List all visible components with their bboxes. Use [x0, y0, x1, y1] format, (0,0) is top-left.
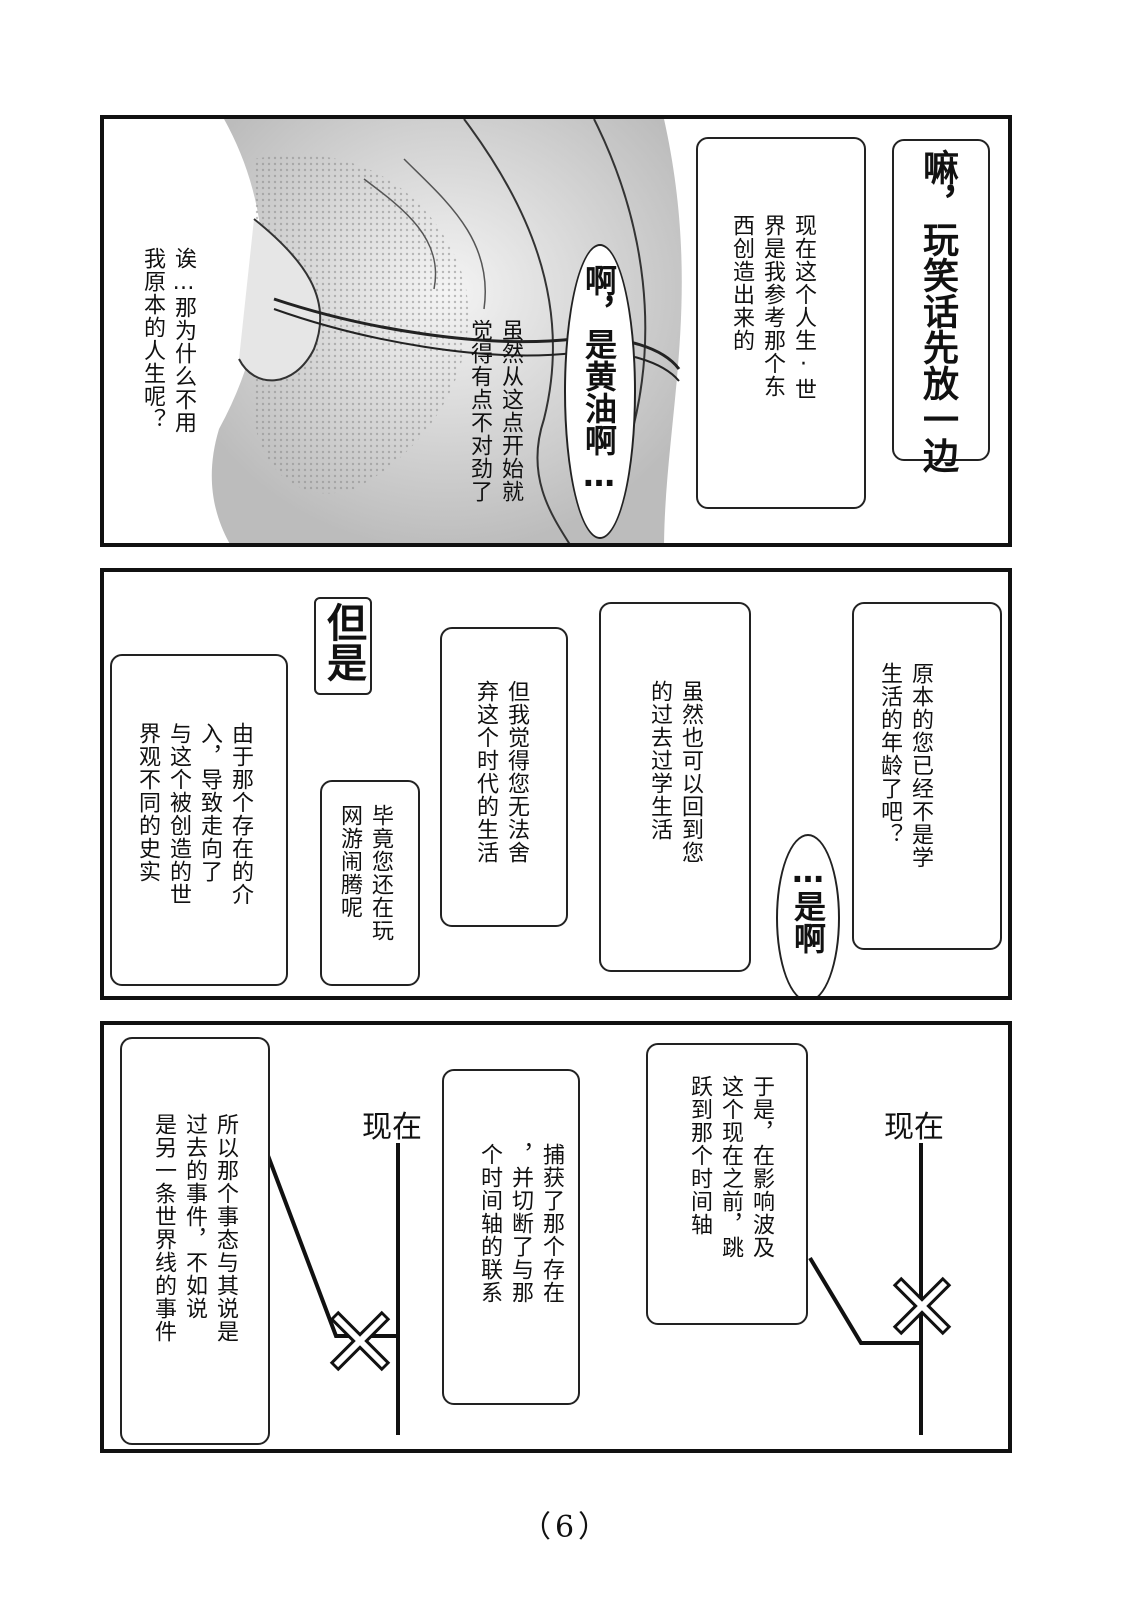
dialogue-text: 虽然从这点开始就 觉得有点不对劲了: [467, 319, 523, 503]
panel-2: 原本的您已经不是学 生活的年龄了吧？ …是啊 虽然也可以回到您 的过去过学生活 …: [100, 568, 1012, 1000]
page-number: （6）: [520, 1510, 613, 1545]
timeline-label-present: 现在: [362, 1110, 422, 1145]
caption-text: 但是: [320, 602, 366, 682]
caption-box: [314, 597, 372, 695]
dialogue-text: 所以那个事态与其说是 过去的事件，不如说 是另一条世界线的事件: [151, 1113, 238, 1343]
speech-bubble: [564, 244, 636, 539]
dialogue-text: 诶…那为什么不用 我原本的人生呢？: [140, 247, 196, 434]
dialogue-text: 虽然也可以回到您 的过去过学生活: [647, 680, 703, 864]
dialogue-text: 但我觉得您无法舍 弃这个时代的生活: [473, 680, 529, 864]
speech-bubble: [646, 1043, 808, 1325]
timeline-label-present: 现在: [884, 1110, 944, 1145]
dialogue-text: …是啊: [789, 852, 827, 954]
speech-bubble: [320, 780, 420, 986]
dialogue-text: 嘛，玩笑话先放一边: [917, 149, 958, 473]
speech-bubble: [852, 602, 1002, 950]
speech-bubble: [120, 1037, 270, 1445]
speech-bubble: [110, 654, 288, 986]
dialogue-text: 捕获了那个存在 ，并切断了与那 个时间轴的联系: [477, 1143, 564, 1304]
dialogue-text: 现在这个人生·世 界是我参考那个东 西创造出来的: [729, 214, 816, 401]
dialogue-text: 原本的您已经不是学 生活的年龄了吧？: [877, 662, 933, 869]
panel-3: 于是，在影响波及 这个现在之前，跳 跃到那个时间轴 现在 捕获了那个存在 ，并切…: [100, 1021, 1012, 1453]
timeline-diagram: [262, 1143, 952, 1435]
panel-1: 嘛，玩笑话先放一边 现在这个人生·世 界是我参考那个东 西创造出来的 啊，是黄油…: [100, 115, 1012, 547]
dialogue-text: 啊，是黄油啊…: [580, 264, 618, 494]
dialogue-text: 毕竟您还在玩 网游闹腾呢: [337, 804, 393, 942]
speech-bubble: [696, 137, 866, 509]
panel-1-artwork: [104, 119, 682, 543]
dialogue-text: 由于那个存在的介 入，导致走向了 与这个被创造的世 界观不同的史实: [135, 722, 253, 906]
speech-bubble: [892, 139, 990, 461]
dialogue-text: 于是，在影响波及 这个现在之前，跳 跃到那个时间轴: [687, 1075, 774, 1259]
speech-bubble: [599, 602, 751, 972]
speech-bubble: [776, 834, 840, 996]
speech-bubble: [442, 1069, 580, 1405]
speech-bubble: [440, 627, 568, 927]
